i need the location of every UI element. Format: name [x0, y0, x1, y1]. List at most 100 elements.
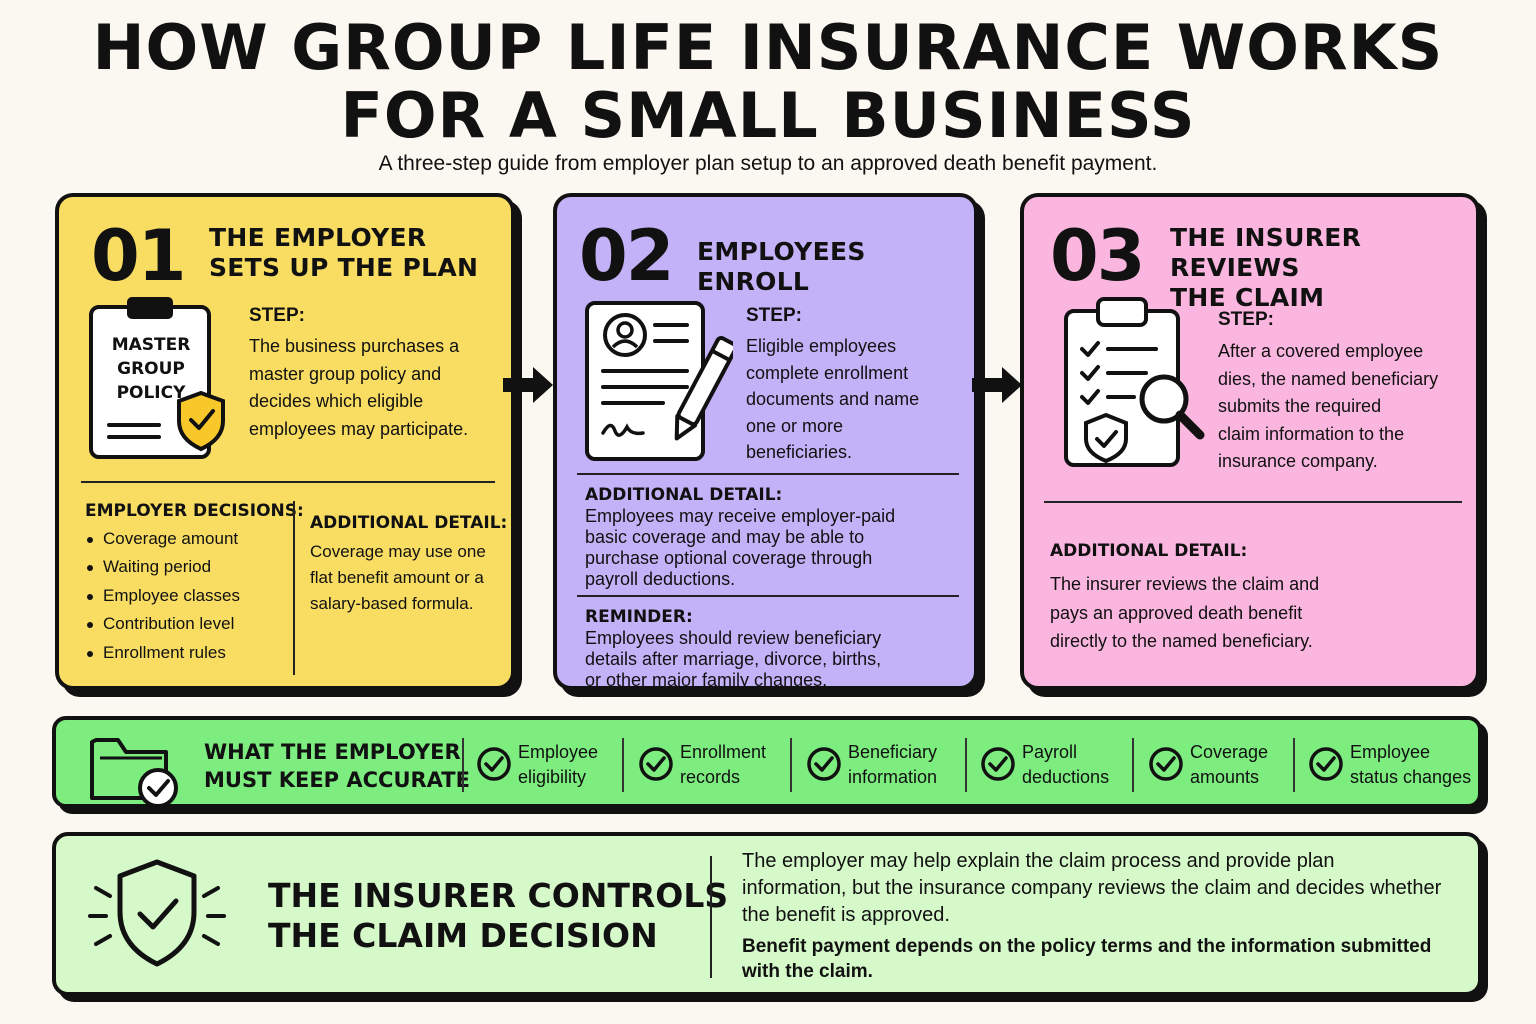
step-heading: STEP:	[1218, 309, 1274, 330]
list-item: Enrollment rules	[87, 639, 240, 667]
divider	[710, 856, 712, 978]
label-line: Enrollment	[680, 742, 767, 762]
list-item: Waiting period	[87, 553, 240, 581]
page-title: HOW GROUP LIFE INSURANCE WORKS FOR A SMA…	[0, 14, 1536, 150]
check-circle-icon	[477, 747, 511, 781]
clipboard-policy-icon: MASTER GROUP POLICY	[85, 293, 235, 463]
step-line: claim information to the	[1218, 423, 1405, 444]
step-line: insurance company.	[1218, 451, 1378, 471]
claim-decision-title-line-1: THE INSURER CONTROLS	[268, 876, 729, 915]
step-title-line-2: THE CLAIM	[1170, 283, 1325, 312]
detail-line: salary-based formula.	[310, 594, 474, 613]
step-description: After a covered employee dies, the named…	[1218, 338, 1438, 476]
label-line: Employee	[518, 742, 599, 762]
divider	[81, 481, 495, 483]
list-item: Coverage amount	[87, 525, 240, 553]
label-line: status changes	[1350, 767, 1472, 787]
step-line: The business purchases a	[249, 336, 460, 356]
check-circle-icon	[639, 747, 673, 781]
strip-title-line-1: WHAT THE EMPLOYER	[204, 740, 461, 764]
divider	[1132, 738, 1134, 792]
label-line: deductions	[1022, 767, 1110, 787]
step-number: 03	[1050, 215, 1145, 297]
accuracy-item-label: Enrollment records	[680, 740, 820, 790]
employer-decisions-heading: EMPLOYER DECISIONS:	[85, 501, 304, 521]
shield-check-icon	[82, 854, 232, 974]
additional-detail-text: Coverage may use one flat benefit amount…	[310, 539, 486, 617]
arrow-right-icon	[503, 365, 555, 405]
step-title: EMPLOYEES ENROLL	[697, 237, 974, 297]
policy-icon-label: MASTER GROUP POLICY	[95, 333, 207, 405]
reminder-line: or other major family changes.	[585, 670, 828, 690]
detail-line: The insurer reviews the claim and	[1050, 574, 1320, 594]
title-line-1: HOW GROUP LIFE INSURANCE WORKS	[92, 11, 1444, 84]
label-line: records	[680, 767, 741, 787]
divider	[622, 738, 624, 792]
check-circle-icon	[981, 747, 1015, 781]
step-line: employees may participate.	[249, 418, 469, 439]
step-line: dies, the named beneficiary	[1218, 368, 1439, 389]
claim-decision-bold-text: Benefit payment depends on the policy te…	[742, 936, 1432, 982]
label-line: amounts	[1190, 767, 1260, 787]
divider	[1044, 501, 1462, 503]
detail-line: purchase optional coverage through	[585, 548, 873, 568]
detail-line: basic coverage and may be able to	[585, 527, 865, 547]
detail-line: Coverage may use one	[310, 542, 486, 561]
detail-line: pays an approved death benefit	[1050, 602, 1303, 623]
step-number: 01	[91, 215, 186, 297]
step-line: documents and name	[746, 389, 920, 409]
additional-detail-text: The insurer reviews the claim and pays a…	[1050, 570, 1319, 656]
step-title-line-2: SETS UP THE PLAN	[209, 253, 479, 282]
label-line: Beneficiary	[848, 742, 938, 762]
page-subtitle: A three-step guide from employer plan se…	[378, 152, 1158, 175]
additional-detail-text: Employees may receive employer-paid basi…	[585, 506, 895, 590]
check-circle-icon	[807, 747, 841, 781]
label-line: information	[848, 767, 938, 787]
step-line: submits the required	[1218, 396, 1382, 416]
step-description: Eligible employees complete enrollment d…	[746, 333, 919, 466]
detail-line: Employees may receive employer-paid	[585, 506, 896, 526]
accuracy-item-label: Beneficiary information	[848, 740, 988, 790]
divider	[965, 738, 967, 792]
reminder-heading: REMINDER:	[585, 607, 693, 627]
step-card-employer-setup: 01 THE EMPLOYER SETS UP THE PLAN MASTER …	[55, 193, 515, 690]
divider	[577, 595, 959, 597]
step-heading: STEP:	[249, 305, 305, 326]
step-line: complete enrollment	[746, 362, 909, 383]
step-title: THE INSURER REVIEWS THE CLAIM	[1170, 223, 1476, 313]
check-circle-icon	[1149, 747, 1183, 781]
enrollment-form-pen-icon	[583, 299, 738, 463]
check-circle-icon	[1309, 747, 1343, 781]
step-title-line-1: EMPLOYEES ENROLL	[697, 237, 866, 296]
folder-check-icon	[86, 728, 186, 808]
step-line: Eligible employees	[746, 336, 897, 356]
arrow-right-icon	[972, 365, 1024, 405]
strip-title-line-2: MUST KEEP ACCURATE	[204, 768, 470, 792]
step-number: 02	[579, 215, 674, 297]
accuracy-item-label: Payroll deductions	[1022, 740, 1162, 790]
claim-decision-title-line-2: THE CLAIM DECISION	[268, 916, 658, 955]
divider	[462, 738, 464, 792]
reminder-text: Employees should review beneficiary deta…	[585, 628, 881, 691]
step-card-insurer-review: 03 THE INSURER REVIEWS THE CLAIM STEP: A…	[1020, 193, 1480, 690]
detail-line: flat benefit amount or a	[310, 568, 484, 587]
label-line: eligibility	[518, 767, 587, 787]
step-line: decides which eligible	[249, 391, 424, 411]
claim-decision-text: The employer may help explain the claim …	[742, 850, 1442, 926]
policy-icon-label-line: GROUP	[117, 359, 185, 379]
detail-line: payroll deductions.	[585, 569, 736, 589]
step-title-line-1: THE INSURER REVIEWS	[1170, 223, 1362, 282]
step-description: The business purchases a master group po…	[249, 333, 468, 443]
step-line: After a covered employee	[1218, 341, 1424, 361]
detail-line: directly to the named beneficiary.	[1050, 631, 1313, 651]
label-line: Payroll	[1022, 742, 1078, 762]
divider	[1293, 738, 1295, 792]
label-line: Coverage	[1190, 742, 1269, 762]
claim-review-magnifier-icon	[1060, 293, 1210, 473]
divider	[577, 473, 959, 475]
divider	[293, 501, 295, 675]
strip-title: WHAT THE EMPLOYER MUST KEEP ACCURATE	[204, 738, 470, 794]
policy-icon-label-line: POLICY	[116, 383, 186, 403]
claim-decision-title: THE INSURER CONTROLS THE CLAIM DECISION	[268, 876, 728, 956]
